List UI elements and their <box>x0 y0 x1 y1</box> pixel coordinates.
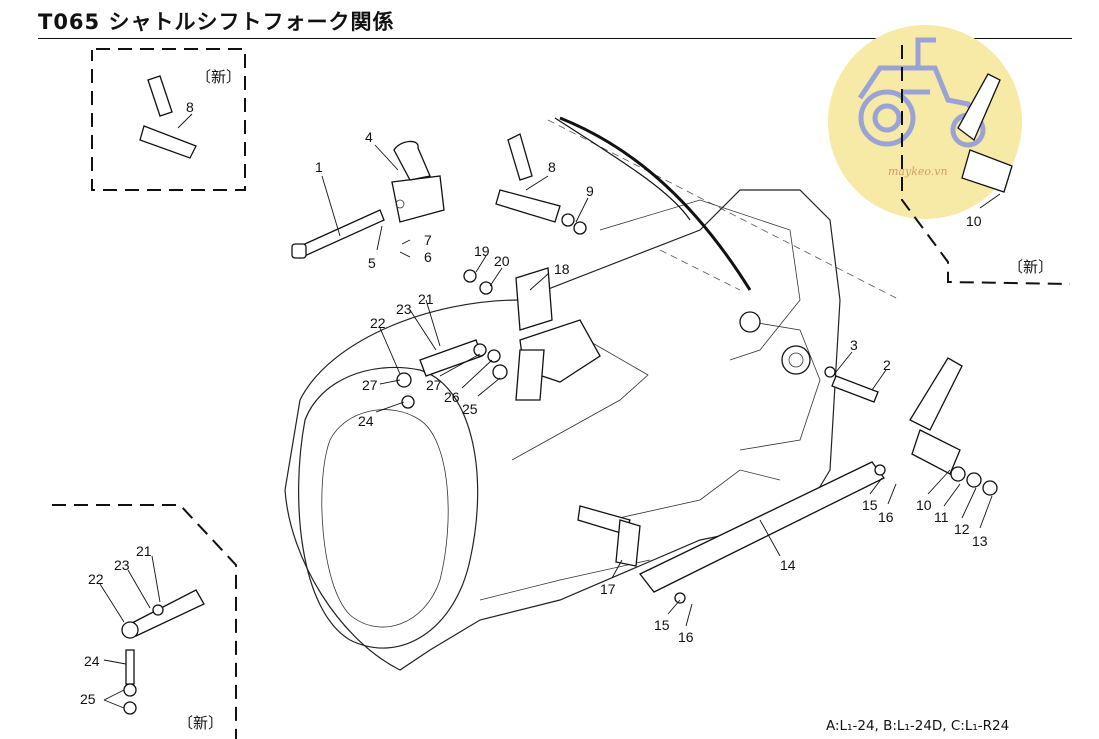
callout-24-inset: 24 <box>84 653 100 669</box>
callout-25: 25 <box>462 401 478 417</box>
callout-27: 27 <box>362 377 378 393</box>
shift-fork-4 <box>391 140 445 223</box>
page-title: T065 シャトルシフトフォーク関係 <box>38 10 395 34</box>
inset-label-new: 〔新〕 <box>1008 258 1053 276</box>
callout-4: 4 <box>365 129 373 145</box>
lever-10-right <box>909 357 998 496</box>
callout-8-inset: 8 <box>186 99 194 115</box>
callout-21-inset: 21 <box>136 543 152 559</box>
callout-10: 10 <box>916 497 932 513</box>
callout-19: 19 <box>474 243 490 259</box>
callout-10-inset: 10 <box>966 213 982 229</box>
callout-3: 3 <box>850 337 858 353</box>
callout-13: 13 <box>972 533 988 549</box>
callout-6: 6 <box>424 249 432 265</box>
tractor-logo-icon <box>857 37 986 148</box>
callout-16-lower: 16 <box>678 629 694 645</box>
callout-8: 8 <box>548 159 556 175</box>
model-applicability-note: A:L₁-24, B:L₁-24D, C:L₁-R24 <box>826 718 1010 734</box>
inset-top-left <box>91 48 246 191</box>
leader-lines <box>99 113 1001 709</box>
callout-1: 1 <box>315 159 323 175</box>
inset-label-new: 〔新〕 <box>196 68 241 86</box>
callout-15: 15 <box>862 497 878 513</box>
callout-17: 17 <box>600 581 616 597</box>
watermark: maykeo.vn <box>828 25 1022 219</box>
callout-26: 26 <box>444 389 460 405</box>
callout-20: 20 <box>494 253 510 269</box>
rod-end-assembly-21 <box>396 339 508 409</box>
callout-7: 7 <box>424 232 432 248</box>
shift-rod-1 <box>291 209 385 259</box>
callout-21: 21 <box>418 291 434 307</box>
callout-18: 18 <box>554 261 570 277</box>
callout-23-inset: 23 <box>114 557 130 573</box>
callout-9: 9 <box>586 183 594 199</box>
link-bar-14 <box>638 461 886 604</box>
arm-17 <box>577 505 641 567</box>
callout-12: 12 <box>954 521 970 537</box>
callout-27-b: 27 <box>426 377 442 393</box>
watermark-circle <box>828 25 1022 219</box>
callouts: 1 2 3 4 5 6 7 8 8 9 10 10 11 12 13 14 15… <box>80 99 988 707</box>
callout-25-inset: 25 <box>80 691 96 707</box>
callout-24: 24 <box>358 413 374 429</box>
rod-end-inset <box>121 589 205 715</box>
title-rule <box>38 38 1072 39</box>
callout-23: 23 <box>396 301 412 317</box>
callout-14: 14 <box>780 557 796 573</box>
callout-5: 5 <box>368 255 376 271</box>
transmission-housing <box>284 116 901 671</box>
inset-label-new: 〔新〕 <box>178 714 223 732</box>
callout-11: 11 <box>934 509 949 525</box>
callout-22-inset: 22 <box>88 571 104 587</box>
bolt-2 <box>824 366 879 403</box>
lever-8-top <box>495 133 587 235</box>
callout-2: 2 <box>883 357 891 373</box>
watermark-text: maykeo.vn <box>888 165 948 178</box>
callout-16: 16 <box>878 509 894 525</box>
inset-top-right <box>901 45 1071 285</box>
bracket-18 <box>463 267 601 401</box>
lever-8-inset <box>139 75 197 159</box>
callout-22: 22 <box>370 315 386 331</box>
callout-15-lower: 15 <box>654 617 670 633</box>
lever-10-inset <box>957 73 1013 193</box>
inset-bottom-left <box>52 504 237 739</box>
